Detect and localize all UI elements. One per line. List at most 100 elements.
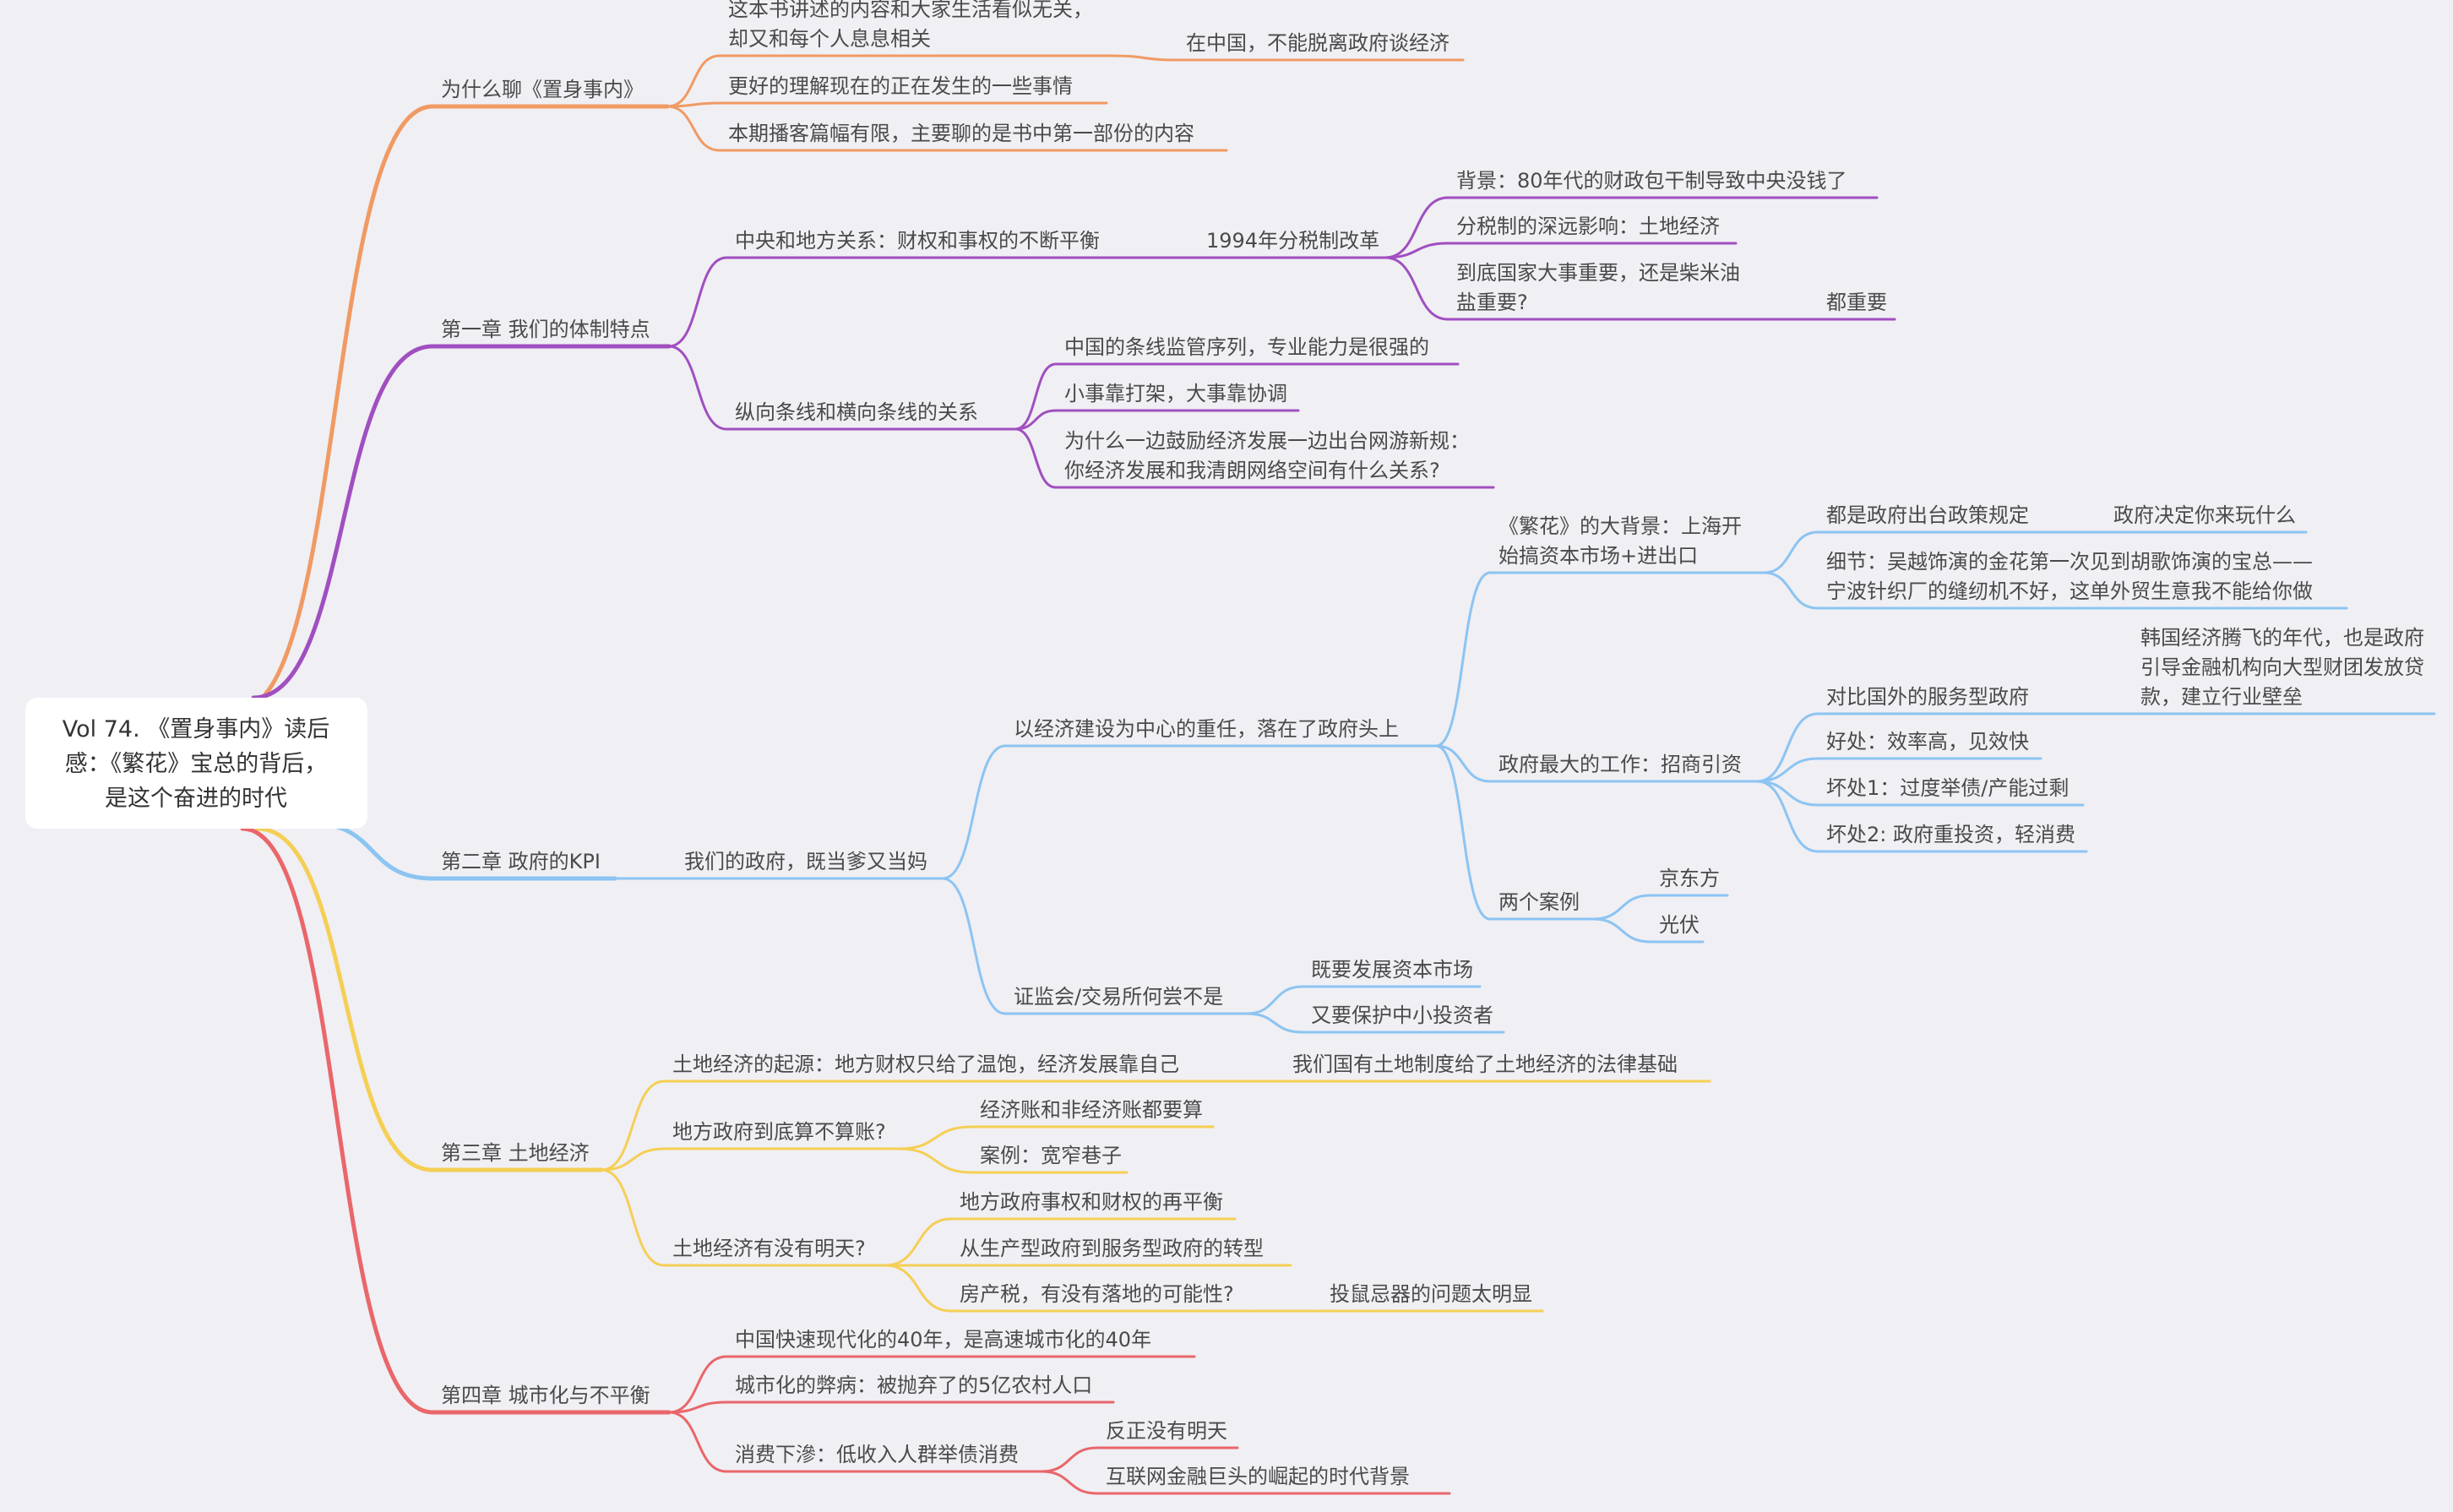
node-label[interactable]: 土地经济有没有明天? (672, 1237, 866, 1260)
node-label[interactable]: 政府决定你来玩什么 (2113, 503, 2296, 527)
node-label-line: 土地经济的起源：地方财权只给了温饱，经济发展靠自己 (672, 1052, 1179, 1076)
node-label[interactable]: 中国快速现代化的40年，是高速城市化的40年 (735, 1328, 1151, 1352)
node-label-line: 1994年分税制改革 (1206, 229, 1379, 253)
node-connector (1434, 744, 1492, 921)
node-label-line: 京东方 (1659, 867, 1720, 890)
node-label[interactable]: 分税制的深远影响：土地经济 (1456, 215, 1720, 238)
node-connector (1762, 571, 1819, 610)
node-connector (1384, 242, 1450, 259)
node-connector (898, 1125, 973, 1150)
node-label[interactable]: 纵向条线和横向条线的关系 (735, 400, 978, 424)
node-label-line: 款，建立行业壁垒 (2140, 685, 2303, 709)
node-label-line: 中央和地方关系：财权和事权的不断平衡 (735, 229, 1100, 253)
node-label[interactable]: 1994年分税制改革 (1206, 229, 1379, 253)
node-connector (667, 1355, 728, 1414)
node-connector (941, 877, 1007, 1015)
node-label[interactable]: 本期播客篇幅有限，主要聊的是书中第一部份的内容 (728, 122, 1194, 145)
node-label-line: 都是政府出台政策规定 (1826, 503, 2029, 527)
node-connector (667, 256, 728, 348)
node-label[interactable]: 背景：80年代的财政包干制导致中央没钱了 (1456, 169, 1847, 193)
node-label-line: 我们国有土地制度给了土地经济的法律基础 (1292, 1052, 1678, 1076)
node-connector (1384, 256, 1450, 321)
node-connector (1014, 409, 1058, 431)
node-label[interactable]: 都是政府出台政策规定 (1826, 503, 2029, 527)
node-label-line: 为什么一边鼓励经济发展一边出台网游新规： (1064, 429, 1470, 453)
branch-connector (310, 821, 435, 881)
node-label[interactable]: 小事靠打架，大事靠协调 (1064, 382, 1287, 405)
node-label[interactable]: 既要发展资本市场 (1311, 958, 1473, 982)
node-label-line: 第一章 我们的体制特点 (441, 318, 650, 341)
node-label[interactable]: 中国的条线监管序列，专业能力是很强的 (1064, 335, 1429, 359)
node-label[interactable]: 我们的政府，既当爹又当妈 (684, 850, 927, 873)
node-connector (1755, 780, 1819, 853)
node-label[interactable]: 韩国经济腾飞的年代，也是政府引导金融机构向大型财团发放贷款，建立行业壁垒 (2140, 626, 2424, 709)
node-label[interactable]: 都重要 (1826, 291, 1887, 314)
node-label[interactable]: 土地经济的起源：地方财权只给了温饱，经济发展靠自己 (672, 1052, 1179, 1076)
node-label[interactable]: 坏处2: 政府重投资，轻消费 (1826, 823, 2075, 846)
node-label[interactable]: 互联网金融巨头的崛起的时代背景 (1106, 1465, 1410, 1488)
node-label[interactable]: 经济账和非经济账都要算 (980, 1098, 1203, 1122)
node-label[interactable]: 两个案例 (1498, 890, 1580, 914)
node-connector (667, 1401, 728, 1414)
node-label[interactable]: 这本书讲述的内容和大家生活看似无关，却又和每个人息息相关 (728, 0, 1093, 51)
root-node[interactable]: Vol 74. 《置身事内》读后 感：《繁花》宝总的背后， 是这个奋进的时代 (25, 698, 367, 829)
node-connector (1755, 757, 1819, 783)
node-connector (600, 1080, 666, 1172)
node-label[interactable]: 到底国家大事重要，还是柴米油盐重要? (1456, 261, 1740, 314)
node-connector (1245, 985, 1304, 1015)
node-label[interactable]: 地方政府到底算不算账? (672, 1120, 886, 1144)
node-label-line: 房产税，有没有落地的可能性? (960, 1282, 1234, 1306)
node-label[interactable]: 第四章 城市化与不平衡 (441, 1384, 650, 1407)
node-connector (1014, 427, 1058, 489)
branch-connector (240, 826, 435, 1415)
node-label-line: 纵向条线和横向条线的关系 (735, 400, 978, 424)
node-label[interactable]: 案例：宽窄巷子 (980, 1144, 1122, 1167)
node-label[interactable]: 反正没有明天 (1106, 1419, 1227, 1443)
root-line: 感：《繁花》宝总的背后， (65, 751, 328, 777)
node-label[interactable]: 证监会/交易所何尝不是 (1014, 985, 1223, 1009)
node-connector (667, 1411, 728, 1473)
node-label[interactable]: 为什么聊《置身事内》 (441, 78, 644, 101)
node-label[interactable]: 京东方 (1659, 867, 1720, 890)
node-connector (1755, 780, 1819, 807)
node-label[interactable]: 《繁花》的大背景：上海开始搞资本市场+进出口 (1498, 514, 1742, 568)
node-label-line: 地方政府事权和财权的再平衡 (960, 1190, 1223, 1214)
node-connector (600, 1168, 666, 1267)
node-label-line: 好处：效率高，见效快 (1826, 730, 2029, 753)
node-label[interactable]: 第二章 政府的KPI (441, 850, 601, 873)
node-label[interactable]: 更好的理解现在的正在发生的一些事情 (728, 74, 1073, 98)
node-label[interactable]: 好处：效率高，见效快 (1826, 730, 2029, 753)
node-label[interactable]: 第三章 土地经济 (441, 1141, 590, 1165)
node-label-line: 《繁花》的大背景：上海开 (1498, 514, 1742, 538)
node-label[interactable]: 投鼠忌器的问题太明显 (1330, 1282, 1532, 1306)
node-label[interactable]: 又要保护中小投资者 (1311, 1003, 1493, 1027)
root-node-box (25, 698, 367, 829)
node-label[interactable]: 中央和地方关系：财权和事权的不断平衡 (735, 229, 1100, 253)
node-connector (884, 1264, 953, 1313)
node-label-line: 都重要 (1826, 291, 1887, 314)
node-label-line: 小事靠打架，大事靠协调 (1064, 382, 1287, 405)
node-label[interactable]: 以经济建设为中心的重任，落在了政府头上 (1014, 717, 1399, 741)
node-label[interactable]: 消费下滲：低收入人群举债消费 (735, 1443, 1019, 1466)
node-label[interactable]: 房产税，有没有落地的可能性? (960, 1282, 1234, 1306)
node-label[interactable]: 地方政府事权和财权的再平衡 (960, 1190, 1223, 1214)
node-label-line: 韩国经济腾飞的年代，也是政府 (2140, 626, 2424, 650)
node-label[interactable]: 我们国有土地制度给了土地经济的法律基础 (1292, 1052, 1678, 1076)
node-label[interactable]: 坏处1：过度举债/产能过剩 (1826, 776, 2069, 800)
root-line: Vol 74. 《置身事内》读后 (63, 716, 330, 742)
node-connector (667, 345, 728, 431)
node-label[interactable]: 政府最大的工作：招商引资 (1498, 753, 1742, 776)
node-connector (1434, 571, 1492, 748)
node-connector (600, 1147, 666, 1172)
node-label[interactable]: 对比国外的服务型政府 (1826, 685, 2029, 709)
node-label[interactable]: 从生产型政府到服务型政府的转型 (960, 1237, 1264, 1260)
node-label[interactable]: 第一章 我们的体制特点 (441, 318, 650, 341)
node-label[interactable]: 光伏 (1659, 913, 1700, 937)
node-label[interactable]: 城市化的弊病：被抛弃了的5亿农村人口 (735, 1373, 1092, 1397)
node-label[interactable]: 为什么一边鼓励经济发展一边出台网游新规：你经济发展和我清朗网络空间有什么关系? (1064, 429, 1470, 482)
node-label-line: 这本书讲述的内容和大家生活看似无关， (728, 0, 1093, 21)
node-label-line: 土地经济有没有明天? (672, 1237, 866, 1260)
node-label[interactable]: 在中国，不能脱离政府谈经济 (1186, 31, 1450, 55)
node-label[interactable]: 细节：吴越饰演的金花第一次见到胡歌饰演的宝总——宁波针织厂的缝纫机不好，这单外贸… (1826, 550, 2313, 603)
